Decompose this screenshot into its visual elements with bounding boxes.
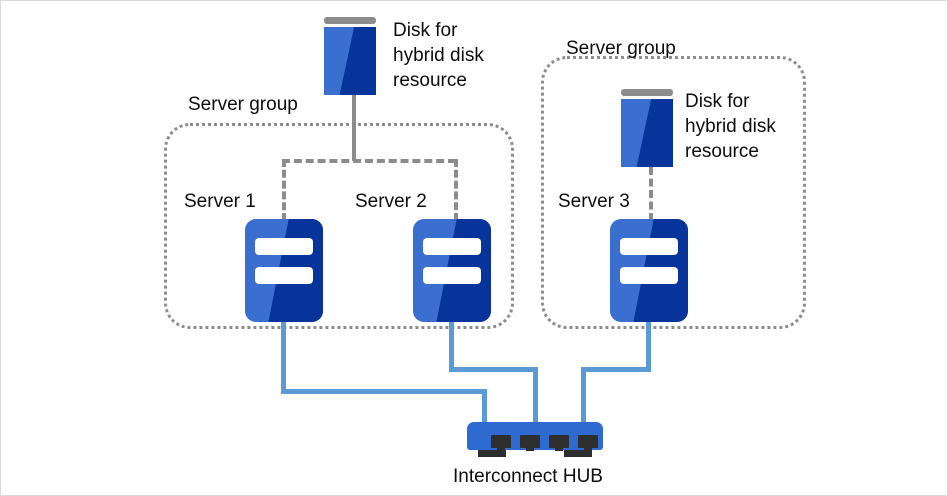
server-slot-bottom <box>423 267 481 284</box>
hub-port-2 <box>520 435 540 451</box>
server-group-left-boundary <box>164 123 514 329</box>
disk-shade <box>339 27 376 95</box>
disk-shade <box>636 99 673 167</box>
disk-group-right-label: Disk for hybrid disk resource <box>685 91 776 162</box>
server-1-label: Server 1 <box>184 191 256 212</box>
server-slot-bottom <box>620 267 678 284</box>
server-group-left-label: Server group <box>188 94 298 115</box>
hub-port-1 <box>491 435 511 451</box>
hub-foot-left <box>478 450 506 457</box>
server-1-icon[interactable] <box>245 219 323 322</box>
disk-cap <box>324 17 376 24</box>
disk-shared-bracket-leg-server2 <box>454 159 458 221</box>
disk-body <box>621 99 673 167</box>
netline-server1-vertical <box>281 322 286 389</box>
hub-foot-right <box>564 450 592 457</box>
server-slot-top <box>620 238 678 255</box>
netline-server3-horizontal <box>581 367 651 372</box>
netline-server1-drop <box>482 389 487 424</box>
netline-server2-horizontal <box>449 367 538 372</box>
disk-shared-label: Disk for hybrid disk resource <box>393 20 484 91</box>
disk-shared-stem <box>352 95 356 161</box>
netline-server3-drop <box>581 367 586 424</box>
server-slot-top <box>423 238 481 255</box>
disk-body <box>324 27 376 95</box>
server-3-icon[interactable] <box>610 219 688 322</box>
netline-server1-horizontal <box>281 389 487 394</box>
interconnect-hub-label: Interconnect HUB <box>453 466 603 487</box>
server-slot-bottom <box>255 267 313 284</box>
disk-shared-bracket-horizontal <box>282 159 456 163</box>
netline-server2-drop <box>533 367 538 424</box>
disk-group-right-stem <box>649 167 653 221</box>
disk-group-right-icon[interactable] <box>621 89 673 167</box>
server-2-icon[interactable] <box>413 219 491 322</box>
hub-port-4 <box>578 435 598 451</box>
netline-server2-vertical <box>449 322 454 367</box>
netline-server3-vertical <box>646 322 651 367</box>
disk-shared-icon[interactable] <box>324 17 376 95</box>
server-2-label: Server 2 <box>355 191 427 212</box>
disk-cap <box>621 89 673 96</box>
interconnect-hub-icon[interactable] <box>467 422 603 458</box>
server-3-label: Server 3 <box>558 191 630 212</box>
server-slot-top <box>255 238 313 255</box>
hub-port-3 <box>549 435 569 451</box>
disk-shared-bracket-leg-server1 <box>282 159 286 221</box>
server-group-right-boundary <box>541 56 806 329</box>
server-group-right-label: Server group <box>566 38 676 59</box>
